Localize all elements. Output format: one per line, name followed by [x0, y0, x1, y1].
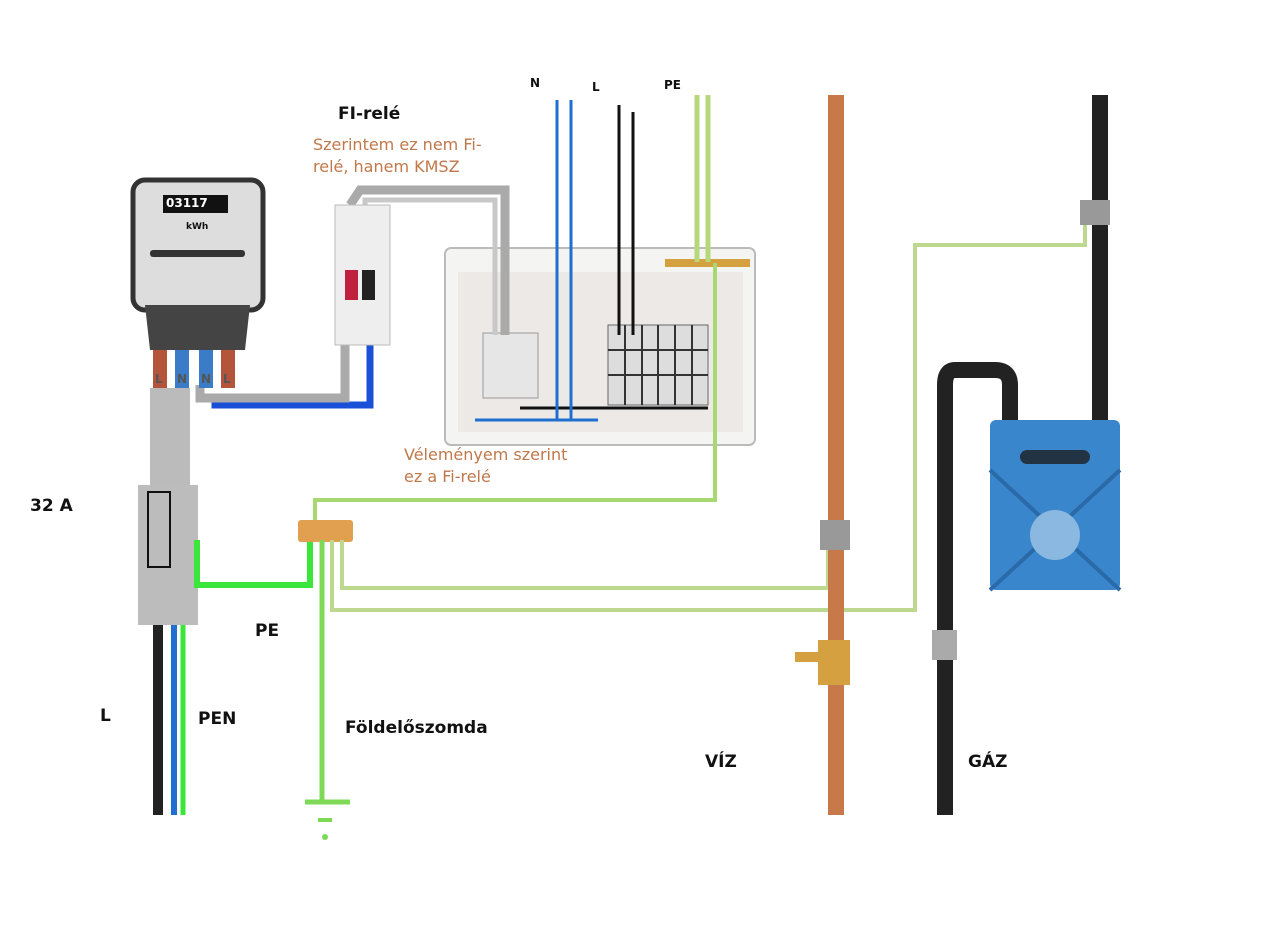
note-fi-rele: Véleményem szerint ez a Fi-relé [404, 444, 567, 488]
water-clamp [820, 520, 850, 550]
ground-rod-label: Földelőszomda [345, 718, 488, 738]
electricity-meter [130, 177, 266, 388]
water-valve [818, 640, 850, 685]
top-pe-label: PE [664, 78, 681, 92]
gray-cable [346, 185, 510, 335]
pe-busbar [665, 259, 750, 267]
gas-meter [988, 420, 1122, 592]
kmsz-device [334, 204, 391, 346]
terminal-label: L [155, 372, 163, 386]
fi-rele-label: FI-relé [338, 104, 401, 124]
terminal-label: N [177, 372, 188, 386]
ground-bar [298, 520, 353, 542]
top-l-label: L [592, 80, 600, 94]
terminal-label: N [201, 372, 212, 386]
pen-label: PEN [198, 709, 237, 729]
top-n-label: N [530, 76, 541, 90]
meter-unit: kWh [186, 222, 209, 232]
l-label: L [100, 706, 111, 726]
note-kmsz: Szerintem ez nem Fi- relé, hanem KMSZ [313, 134, 482, 178]
breaker-rating-label: 32 A [30, 496, 73, 516]
note-line: Véleményem szerint [404, 445, 568, 464]
meter-reading: 03117 [166, 196, 208, 210]
gas-label: GÁZ [968, 752, 1008, 772]
water-label: VÍZ [705, 752, 737, 772]
gas-pipe-upper [1092, 95, 1108, 425]
note-line: Szerintem ez nem Fi- [313, 135, 482, 154]
distribution-panel [444, 247, 756, 446]
water-pipe [828, 95, 844, 815]
note-line: ez a Fi-relé [404, 467, 491, 486]
gas-valve [932, 630, 957, 660]
main-breaker [138, 485, 198, 625]
pe-label: PE [255, 621, 280, 641]
note-line: relé, hanem KMSZ [313, 157, 460, 176]
terminal-label: L [223, 372, 231, 386]
gas-pipe-lower [937, 362, 1018, 815]
